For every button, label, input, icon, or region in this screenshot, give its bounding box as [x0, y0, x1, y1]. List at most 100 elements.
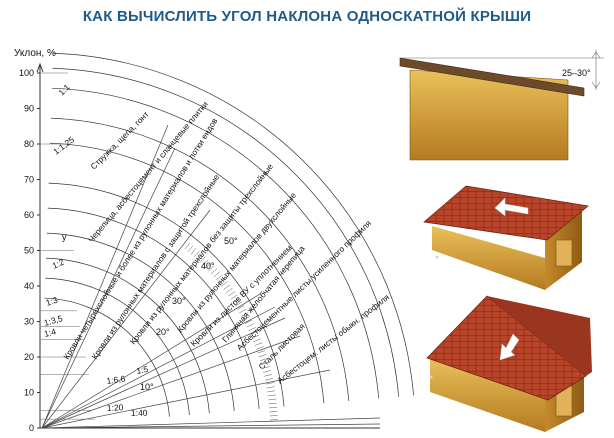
degree-tick [205, 262, 212, 269]
degree-tick [234, 301, 242, 307]
degree-tick [237, 305, 245, 310]
y-tick-label: 50 [24, 246, 34, 256]
degree-tick [261, 362, 269, 365]
degree-tick [259, 358, 268, 361]
material-arc [46, 232, 235, 412]
y-axis-arrowhead [36, 62, 44, 73]
material-arc [51, 87, 380, 399]
side-view-illustration [399, 50, 604, 161]
degree-tick [251, 334, 260, 339]
slope-ray [41, 306, 276, 429]
degree-tick [246, 323, 255, 328]
degree-tick [269, 411, 278, 413]
y-tick-label: 10 [24, 388, 34, 398]
degree-tick [241, 312, 249, 317]
material-arc [49, 142, 325, 404]
degree-tick [268, 402, 277, 405]
degree-tick [263, 370, 271, 373]
degree-tick [196, 253, 203, 260]
degree-tick [264, 374, 272, 377]
degree-tick [268, 398, 277, 401]
degree-label: 10° [140, 382, 154, 392]
slope-ray [41, 293, 261, 429]
material-arc [44, 297, 170, 417]
degree-tick [228, 291, 236, 297]
shed-house-illustration [423, 185, 589, 290]
degree-tick [218, 278, 226, 284]
degree-tick [230, 294, 238, 300]
y-tick-label: 30 [24, 317, 34, 327]
ratio-label: 1:4 [43, 326, 57, 339]
material-label: Стружка, щепа, гонт [88, 109, 150, 171]
degree-tick [254, 342, 263, 346]
degree-tick [199, 256, 206, 263]
degree-tick [221, 281, 228, 287]
degree-tick [181, 240, 187, 247]
page-title: КАК ВЫЧИСЛИТЬ УГОЛ НАКЛОНА ОДНОСКАТНОЙ К… [82, 8, 532, 25]
axes [36, 62, 380, 429]
y-tick-label: 40 [24, 281, 34, 291]
material-arc [48, 182, 285, 407]
ratio-label: 1:6,6 [106, 373, 126, 386]
degree-tick [262, 366, 270, 369]
slope-ray [41, 423, 381, 429]
ratio-label: 1:5 [135, 364, 149, 376]
y-tick-label: 80 [24, 139, 34, 149]
degree-tick [267, 390, 276, 393]
degree-tick [193, 250, 200, 258]
degree-tick [239, 308, 247, 314]
degree-tick [232, 298, 240, 303]
degree-tick [257, 350, 266, 354]
ratio-label: 1:1,25 [51, 134, 76, 156]
degree-tick [242, 316, 251, 321]
material-arc [45, 277, 190, 415]
degree-tick [216, 274, 223, 281]
slope-ray [41, 147, 176, 429]
degree-tick [225, 287, 233, 294]
degree-tick [248, 327, 256, 332]
ratio-label: 1:2 [51, 257, 66, 271]
material-arcs [44, 52, 414, 417]
material-arc [52, 67, 399, 397]
degree-scale [181, 240, 278, 421]
y-tick-label: 90 [24, 104, 34, 114]
degree-tick [208, 265, 215, 272]
degree-tick [223, 284, 231, 290]
slope-ray [41, 124, 169, 429]
slope-ray [41, 317, 286, 429]
slope-ray [41, 369, 331, 429]
gable-house-illustration [426, 295, 592, 432]
degree-tick [213, 271, 220, 278]
y-tick-label: 70 [24, 175, 34, 185]
marker-dots [429, 255, 439, 379]
material-arc [47, 207, 260, 409]
degree-tick [269, 407, 278, 409]
material-arc [53, 52, 414, 396]
degree-tick [253, 338, 261, 343]
degree-tick [210, 268, 218, 275]
degree-tick [187, 245, 194, 252]
degree-tick [266, 386, 275, 389]
degree-label: 40° [201, 261, 215, 271]
y-tick-label: 100 [19, 68, 34, 78]
y-tick-label: 60 [24, 210, 34, 220]
y-tick-label: 20 [24, 352, 34, 362]
degree-tick [190, 248, 197, 255]
degree-tick [258, 354, 267, 358]
material-arc [45, 257, 210, 414]
slope-ray [41, 417, 381, 429]
degree-tick [244, 319, 253, 324]
degree-tick [184, 242, 190, 250]
y-tick-label: 0 [29, 423, 34, 433]
ratio-label: 1:20 [107, 402, 124, 413]
degree-label: 30° [172, 296, 186, 306]
degree-tick [267, 394, 276, 397]
degree-label: 20° [156, 327, 170, 337]
degree-tick [250, 330, 258, 335]
degree-tick [202, 259, 209, 266]
degree-labels: 50°40°30°20°10° [140, 236, 238, 392]
y-axis-label: Уклон, % [14, 48, 56, 59]
material-arc [50, 117, 350, 402]
